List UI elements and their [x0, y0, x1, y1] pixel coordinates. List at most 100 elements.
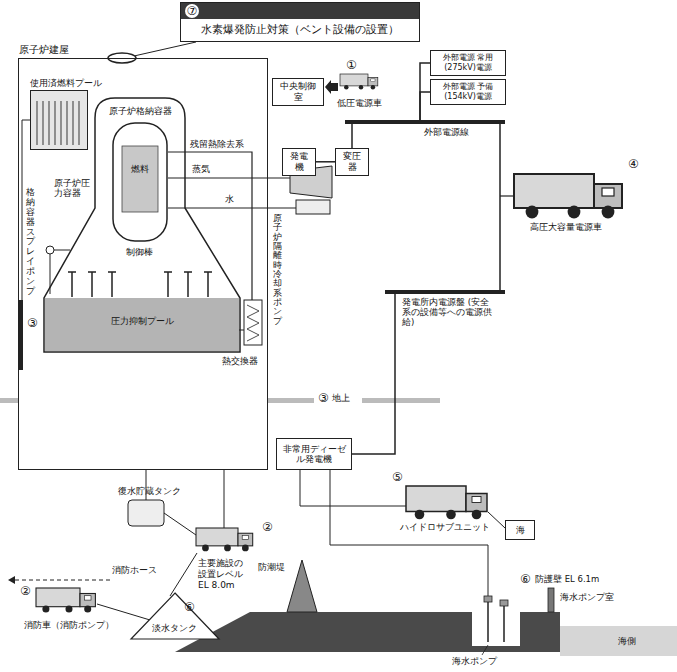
node-label: 外部電源 予備(154kV)電源: [434, 82, 502, 101]
node-label: 海: [516, 525, 525, 536]
protective-wall: [548, 588, 554, 612]
spent-fuel-pool: 使用済燃料プール: [30, 90, 88, 150]
node-label: 発電所内電源盤 (安全系の設備等への電源供給): [402, 297, 496, 328]
sea-hose: [488, 512, 505, 528]
truck-cable: [500, 195, 514, 196]
callout-number: ⑥: [520, 572, 531, 586]
fire-hose: [170, 553, 197, 596]
power-source-box: 外部電源 予備(154kV)電源: [430, 79, 506, 105]
system-label: 残留熱除去系: [190, 139, 244, 150]
power-connector: [420, 63, 430, 120]
high-capacity-truck: [514, 174, 622, 218]
pump-label: 格納容器スプレイポンプ: [26, 188, 35, 297]
condensate-tank: [128, 500, 164, 526]
power-connector: [316, 161, 335, 163]
callout-number: ①: [346, 58, 357, 72]
tank-pipe: [146, 470, 196, 535]
level-label: 地上: [332, 393, 350, 404]
supply-arrowhead: [8, 576, 15, 584]
node-label: 原子炉建屋: [19, 44, 69, 56]
vehicle-label: 高圧大容量電源車: [530, 222, 602, 233]
hydro-unit-truck: [406, 486, 487, 519]
heat-exchanger: [244, 300, 262, 345]
node-label: 発電機: [286, 151, 312, 173]
ground-band: [362, 398, 440, 403]
seawater-pipe: [330, 470, 488, 596]
callout-number: ③: [318, 391, 329, 405]
callout-number: ⑤: [392, 470, 403, 484]
structure-label: 防潮堤: [258, 562, 285, 573]
flow-label: 蒸気: [192, 164, 210, 175]
containment-outline: [44, 98, 240, 352]
fire-truck: [36, 588, 95, 612]
node-label: 使用済燃料プール: [30, 78, 102, 89]
node-label: 変圧器: [339, 151, 365, 173]
ground-band: [0, 398, 18, 403]
node-label: 原子炉格納容器: [109, 106, 172, 117]
node-label: 原子炉圧力容器: [54, 178, 92, 200]
vent-leader: [134, 42, 196, 56]
pump-leader: [482, 645, 488, 655]
vehicle-label: 低圧電源車: [337, 98, 382, 109]
fire-truck: [196, 528, 253, 551]
structure-label: 防護壁 EL 6.1m: [535, 574, 599, 584]
sea-box: 海: [505, 520, 535, 540]
power-line-bar: 外部電源線: [345, 120, 505, 124]
supply-dashed-line: [15, 580, 110, 581]
node-label: 淡水タンク: [152, 623, 197, 634]
node-label: 非常用ディーゼル発電機: [280, 444, 348, 464]
vehicle-label: ハイドロサブユニット: [400, 522, 490, 532]
part-label: 制御棒: [126, 247, 153, 258]
spray-pump: [46, 246, 54, 254]
condenser: [296, 200, 330, 214]
power-connector: [420, 92, 430, 120]
hose-label: 消防ホース: [112, 565, 157, 576]
node-label: 燃料: [131, 164, 149, 175]
callout-number: ③: [27, 316, 38, 330]
transformer-box: 変圧器: [335, 148, 369, 176]
suppression-pool: 圧力抑制プール: [45, 298, 239, 351]
node-label: 中央制御室: [276, 81, 320, 103]
power-source-box: 外部電源 常用(275kV)電源: [430, 50, 506, 76]
heat-exchanger-coil: [247, 305, 259, 341]
callout-number: ⑥: [184, 600, 195, 614]
supply-arrow: [325, 80, 338, 94]
pump-head: [500, 600, 508, 606]
node-label: 水素爆発防止対策（ベント設備の設置）: [181, 23, 419, 36]
site-ground: [175, 612, 560, 652]
fuel-assembly: [122, 146, 158, 212]
containment-vessel: 原子炉格納容器原子炉圧力容器燃料圧力抑制プール: [40, 98, 246, 354]
structure-label: 海水ポンプ室: [560, 592, 614, 602]
part-label: 熱交換器: [222, 356, 258, 367]
level-label: 主要施設の 設置レベル EL 8.0m: [198, 558, 248, 590]
cooling-pipe: [300, 470, 406, 506]
flow-label: 水: [225, 194, 234, 205]
area-label: 海側: [618, 636, 636, 647]
title-box: ⑦ 水素爆発防止対策（ベント設備の設置）: [180, 2, 420, 42]
pump-head: [484, 596, 492, 602]
power-panel-bar: 発電所内電源盤 (安全系の設備等への電源供給): [385, 290, 505, 294]
injection-pipe: [224, 470, 225, 528]
power-connector: [352, 294, 395, 454]
callout-number: ⑦: [185, 4, 199, 18]
tank-label: 復水貯蔵タンク: [118, 486, 181, 497]
pump-label: 原子炉隔離時冷却系ポンプ: [273, 214, 282, 326]
low-voltage-truck: [340, 74, 378, 90]
node-label: 圧力抑制プール: [111, 316, 174, 327]
fuel-racks: [37, 101, 79, 145]
pressure-vessel: 原子炉圧力容器燃料: [112, 122, 168, 242]
pressure-vessel-shape: [112, 122, 168, 242]
steam-pipe: [168, 177, 290, 178]
power-connector: [499, 124, 501, 290]
spent-fuel-pool-shape: [31, 91, 87, 149]
vehicle-label: 消防車（消防ポンプ）: [24, 620, 114, 630]
control-rods: [68, 272, 212, 297]
tank-outline: [131, 593, 219, 639]
power-connector: [351, 124, 353, 148]
fire-hose: [97, 604, 150, 620]
building-outline: 原子炉建屋使用済燃料プール原子炉格納容器原子炉圧力容器燃料圧力抑制プール: [18, 58, 268, 470]
sea: [560, 626, 677, 656]
node-label: 外部電源 常用(275kV)電源: [434, 53, 502, 72]
ground-band: [268, 398, 314, 403]
freshwater-tank: 淡水タンク: [130, 592, 220, 640]
